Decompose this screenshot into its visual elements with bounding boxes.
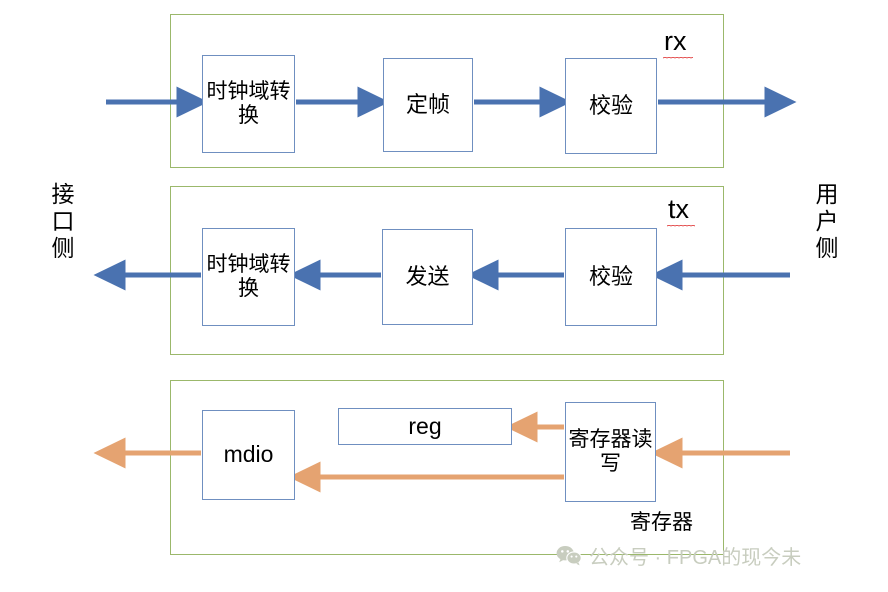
box-label: 定帧: [405, 91, 450, 117]
box-rx-framing[interactable]: 定帧: [383, 58, 473, 152]
box-label: 校验: [588, 263, 633, 289]
section-register: [170, 380, 724, 555]
spellcheck-squiggle-tx: [667, 224, 695, 229]
watermark: 公众号 · FPGA的现今未: [556, 541, 801, 570]
box-label: 校验: [588, 92, 633, 118]
box-label: 时钟域转换: [206, 80, 291, 127]
box-label: mdio: [223, 441, 274, 468]
watermark-text: 公众号 · FPGA的现今未: [589, 547, 802, 569]
box-tx-transmit[interactable]: 发送: [382, 229, 473, 325]
box-register-read-write[interactable]: 寄存器读写: [565, 402, 656, 502]
section-tx: [170, 186, 724, 355]
box-tx-clock-domain-conversion[interactable]: 时钟域转换: [202, 228, 295, 326]
section-rx: [170, 14, 724, 168]
side-label-user: 用户侧: [815, 181, 839, 262]
section-label-register: 寄存器: [630, 511, 693, 534]
box-label: 时钟域转换: [206, 253, 291, 300]
box-label: reg: [408, 412, 442, 439]
box-tx-checksum[interactable]: 校验: [565, 228, 657, 326]
box-mdio[interactable]: mdio: [202, 410, 295, 500]
box-label: 发送: [405, 263, 450, 289]
box-rx-checksum[interactable]: 校验: [565, 58, 657, 154]
section-label-tx: tx: [668, 194, 690, 224]
side-label-interface: 接口侧: [51, 181, 75, 262]
spellcheck-squiggle-rx: [663, 56, 693, 61]
section-label-rx: rx: [664, 26, 687, 56]
box-reg[interactable]: reg: [338, 408, 512, 445]
box-rx-clock-domain-conversion[interactable]: 时钟域转换: [202, 55, 295, 153]
box-label: 寄存器读写: [568, 428, 653, 475]
wechat-icon: [556, 545, 582, 565]
